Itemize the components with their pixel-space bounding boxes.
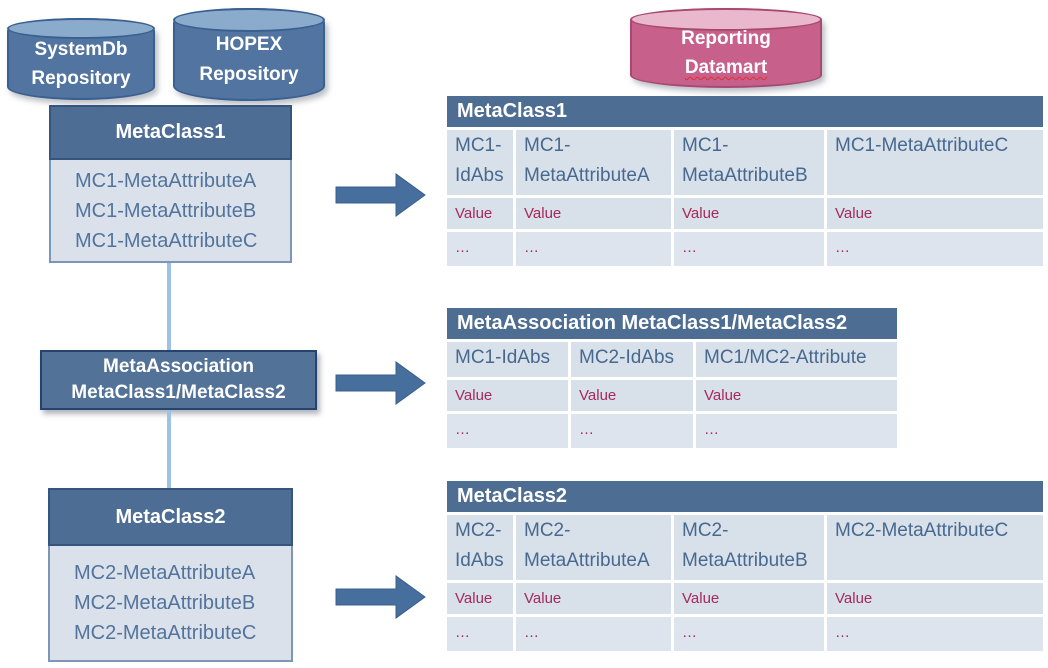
- table-metaassociation-title: MetaAssociation MetaClass1/MetaClass2: [447, 308, 897, 339]
- column-header: MC1-MetaAttributeA: [516, 130, 671, 195]
- table-cell: …: [827, 231, 1043, 266]
- table-cell: Value: [674, 582, 824, 614]
- entity-attribute: MC2-MetaAttributeA: [74, 562, 256, 584]
- table-cell: …: [674, 616, 824, 651]
- table-metaclass1-title: MetaClass1: [447, 96, 1043, 127]
- table-cell: …: [516, 616, 671, 651]
- arrow-metaassociation-icon: [335, 361, 426, 405]
- reporting-datamart-label: Reporting Datamart: [632, 10, 820, 86]
- entity-attribute: MC2-MetaAttributeC: [74, 622, 257, 644]
- entity-metaassociation: MetaAssociation MetaClass1/MetaClass2: [40, 350, 317, 410]
- column-header: MC1-MetaAttributeB: [674, 130, 824, 195]
- table-cell: …: [447, 616, 513, 651]
- entity-attribute: MC1-MetaAttributeC: [75, 229, 258, 252]
- column-header: MC2-MetaAttributeA: [516, 515, 671, 580]
- reporting-datamart-cylinder: Reporting Datamart: [630, 8, 822, 88]
- column-header: MC1/MC2-Attribute: [696, 342, 897, 377]
- table-cell: Value: [827, 197, 1043, 229]
- table-cell: …: [696, 414, 897, 448]
- table-cell: …: [827, 616, 1043, 651]
- column-header: MC2-MetaAttributeB: [674, 515, 824, 580]
- hopex-repository-label: HOPEX Repository: [175, 10, 323, 99]
- column-header: MC1-MetaAttributeC: [827, 130, 1043, 195]
- column-header: MC2-MetaAttributeC: [827, 515, 1043, 580]
- metaassociation-title-line2: MetaClass1/MetaClass2: [71, 382, 286, 403]
- table-cell: Value: [447, 197, 513, 229]
- metaassociation-title-line1: MetaAssociation: [103, 356, 254, 378]
- arrow-metaclass1-icon: [335, 173, 426, 217]
- table-cell: …: [571, 414, 693, 448]
- table-cell: …: [516, 231, 671, 266]
- table-cell: Value: [516, 197, 671, 229]
- table-cell: Value: [571, 380, 693, 411]
- column-header: MC2-IdAbs: [447, 515, 513, 580]
- systemdb-repository-cylinder: SystemDb Repository: [7, 18, 155, 100]
- entity-attribute: MC1-MetaAttributeB: [75, 199, 257, 222]
- datamart-line1: Reporting: [681, 27, 771, 49]
- datamart-table-metaassociation: MetaAssociation MetaClass1/MetaClass2 MC…: [447, 308, 897, 448]
- table-cell: Value: [827, 582, 1043, 614]
- table-cell: …: [447, 414, 568, 448]
- column-header: MC1-IdAbs: [447, 342, 568, 377]
- datamart-line2: Datamart: [684, 57, 768, 78]
- entity-attribute: MC1-MetaAttributeA: [75, 169, 257, 192]
- systemdb-repository-label: SystemDb Repository: [9, 20, 153, 98]
- column-header: MC1-IdAbs: [447, 130, 513, 195]
- table-cell: Value: [447, 582, 513, 614]
- table-cell: …: [674, 231, 824, 266]
- entity-metaclass1-title: MetaClass1: [49, 105, 292, 160]
- column-header: MC2-IdAbs: [571, 342, 693, 377]
- entity-metaclass2-attributes: MC2-MetaAttributeA MC2-MetaAttributeB MC2-…: [48, 546, 293, 662]
- table-cell: Value: [674, 197, 824, 229]
- hopex-repository-cylinder: HOPEX Repository: [173, 8, 325, 101]
- systemdb-line2: Repository: [31, 68, 131, 89]
- entity-metaclass1-attributes: MC1-MetaAttributeA MC1-MetaAttributeB MC1-…: [49, 160, 292, 263]
- table-cell: Value: [696, 380, 897, 411]
- hopex-line2: Repository: [199, 63, 299, 85]
- table-cell: Value: [447, 380, 568, 411]
- connector-line-bottom: [167, 410, 171, 488]
- entity-metaclass2-title: MetaClass2: [48, 488, 293, 546]
- connector-line-top: [167, 263, 171, 350]
- entity-attribute: MC2-MetaAttributeB: [74, 592, 256, 614]
- systemdb-line1: SystemDb: [34, 38, 128, 60]
- table-metaclass2-title: MetaClass2: [447, 481, 1043, 512]
- arrow-metaclass2-icon: [335, 575, 426, 619]
- hopex-line1: HOPEX: [215, 34, 283, 56]
- table-cell: …: [447, 231, 513, 266]
- table-cell: Value: [516, 582, 671, 614]
